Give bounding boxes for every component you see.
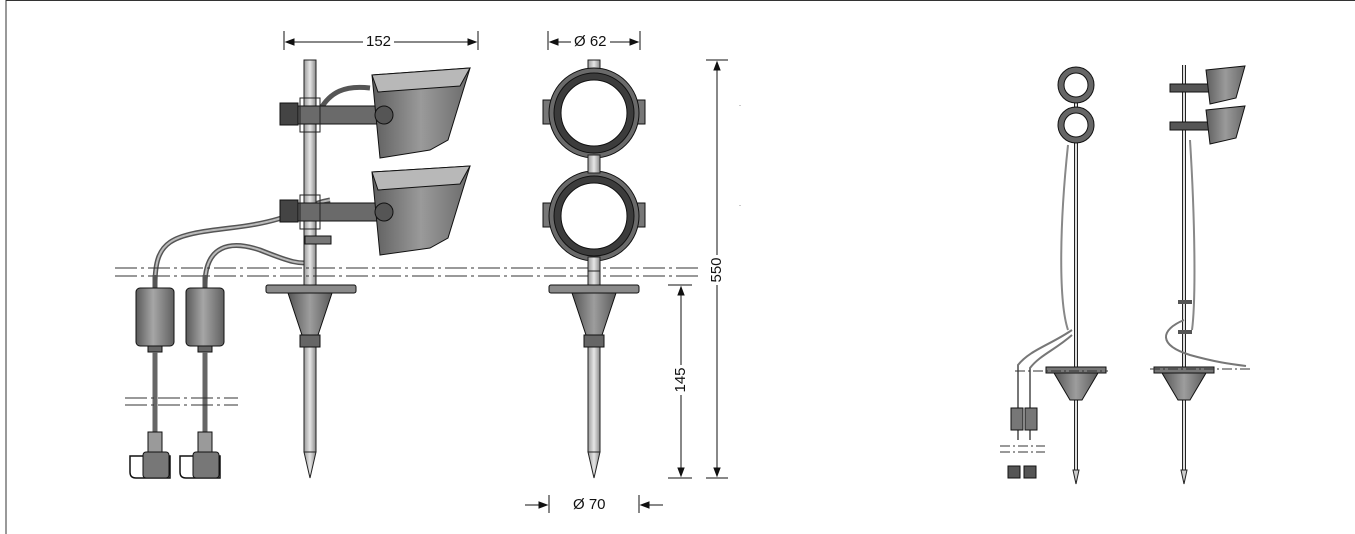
dimension-label-spike-height: 145: [672, 365, 689, 395]
upper-ring: [542, 67, 646, 159]
sheet-border: [5, 0, 1355, 534]
base-flange: [265, 284, 357, 348]
lower-ring: [542, 170, 646, 262]
dimension-label-ring-diameter: Ø 62: [571, 34, 610, 50]
perspective-side: [1150, 65, 1250, 485]
ground-spike-tip: [303, 451, 317, 479]
ground-line: [115, 267, 700, 277]
lower-spotlight: [279, 165, 471, 256]
dimension-label-base-diameter: Ø 70: [570, 497, 609, 513]
dimension-label-total-height: 550: [708, 255, 725, 285]
side-view: [115, 31, 700, 479]
dimension-base-diameter: [525, 495, 663, 513]
perspective-front: [1000, 66, 1108, 485]
inline-converters: [125, 275, 238, 479]
front-view: [525, 31, 728, 513]
dimension-label-152: 152: [363, 34, 395, 50]
upper-spotlight: [279, 67, 471, 159]
